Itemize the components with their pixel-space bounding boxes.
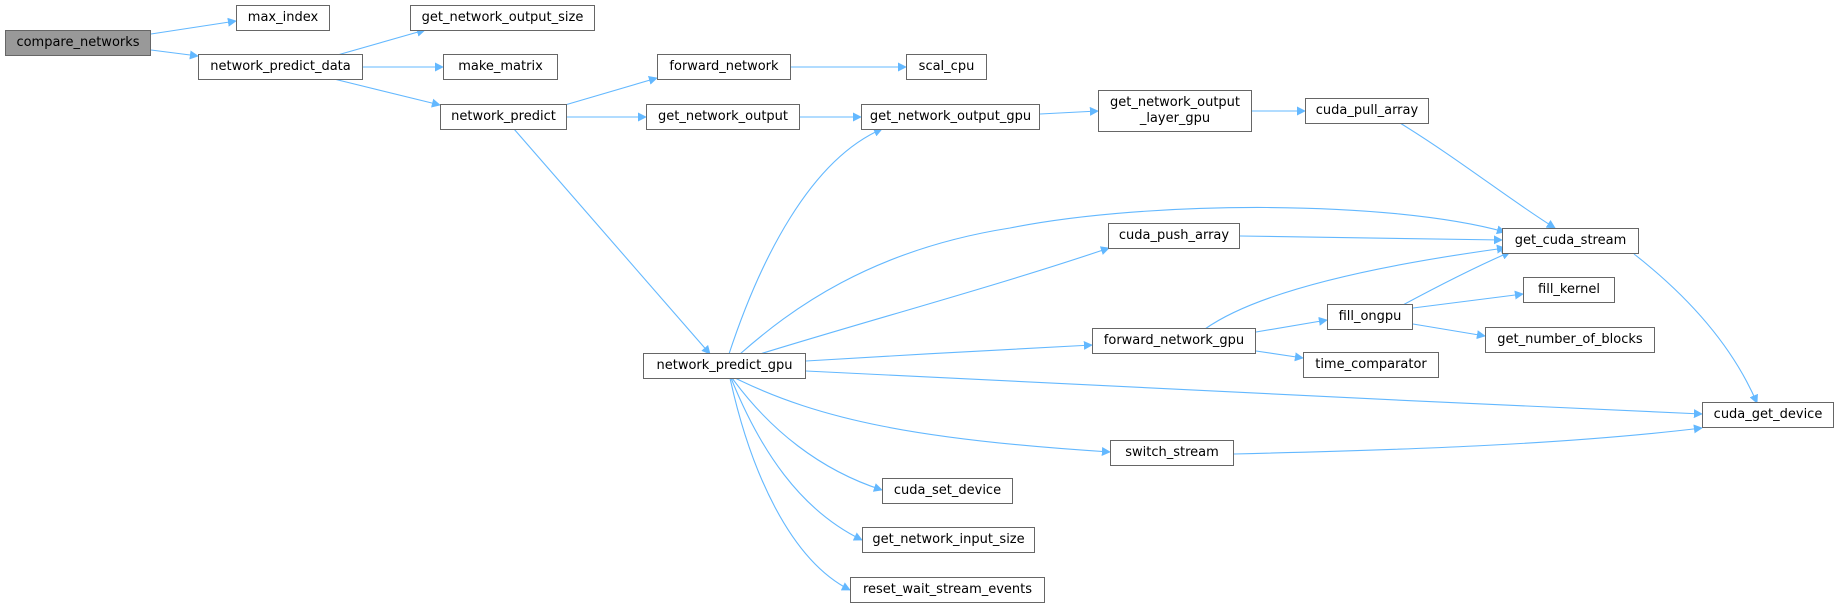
node-network_predict_data[interactable]: network_predict_data <box>198 54 363 80</box>
node-get_number_of_blocks[interactable]: get_number_of_blocks <box>1485 327 1655 353</box>
edge-network_predict_gpu-cuda_set_device <box>731 377 883 492</box>
edge-fill_ongpu-get_cuda_stream <box>1400 251 1511 307</box>
node-get_network_output_layer_gpu[interactable]: get_network_output _layer_gpu <box>1098 90 1252 132</box>
node-max_index[interactable]: max_index <box>236 5 330 31</box>
node-forward_network_gpu[interactable]: forward_network_gpu <box>1092 328 1256 354</box>
node-get_network_input_size[interactable]: get_network_input_size <box>862 527 1035 553</box>
node-compare_networks: compare_networks <box>5 30 151 56</box>
edge-switch_stream-cuda_get_device <box>1233 424 1703 455</box>
edge-network_predict_gpu-cuda_get_device <box>805 370 1703 419</box>
node-forward_network[interactable]: forward_network <box>657 54 791 80</box>
edge-network_predict_data-get_network_output_size <box>333 27 426 57</box>
node-fill_ongpu[interactable]: fill_ongpu <box>1327 304 1413 330</box>
node-get_cuda_stream[interactable]: get_cuda_stream <box>1502 228 1639 254</box>
node-get_network_output[interactable]: get_network_output <box>646 104 800 130</box>
node-reset_wait_stream_events[interactable]: reset_wait_stream_events <box>850 577 1045 603</box>
edge-network_predict_gpu-cuda_push_array <box>759 246 1110 355</box>
node-get_network_output_size[interactable]: get_network_output_size <box>410 5 595 31</box>
edge-forward_network_gpu-fill_ongpu <box>1255 316 1328 333</box>
edge-network_predict_gpu-get_network_input_size <box>730 377 863 541</box>
edge-network_predict_gpu-switch_stream <box>734 377 1111 456</box>
node-network_predict_gpu[interactable]: network_predict_gpu <box>643 353 806 379</box>
node-switch_stream[interactable]: switch_stream <box>1110 440 1234 466</box>
edge-forward_network_gpu-time_comparator <box>1255 350 1304 362</box>
edge-network_predict_gpu-get_cuda_stream <box>739 206 1506 355</box>
edge-network_predict_gpu-get_network_output_gpu <box>728 128 883 355</box>
edge-network_predict_gpu-reset_wait_stream_events <box>729 377 851 591</box>
edge-network_predict-network_predict_gpu <box>513 128 711 355</box>
node-time_comparator[interactable]: time_comparator <box>1303 352 1439 378</box>
edge-cuda_push_array-get_cuda_stream <box>1239 235 1503 245</box>
node-get_network_output_gpu[interactable]: get_network_output_gpu <box>861 104 1040 130</box>
edge-fill_ongpu-get_number_of_blocks <box>1412 323 1486 340</box>
node-cuda_get_device[interactable]: cuda_get_device <box>1702 402 1834 428</box>
node-cuda_push_array[interactable]: cuda_push_array <box>1108 223 1240 249</box>
node-cuda_set_device[interactable]: cuda_set_device <box>882 478 1013 504</box>
edge-get_network_output_gpu-get_network_output_layer_gpu <box>1039 106 1099 116</box>
node-scal_cpu[interactable]: scal_cpu <box>906 54 987 80</box>
node-cuda_pull_array[interactable]: cuda_pull_array <box>1305 98 1429 124</box>
edge-fill_ongpu-fill_kernel <box>1412 290 1524 309</box>
edge-compare_networks-network_predict_data <box>150 49 199 60</box>
node-network_predict[interactable]: network_predict <box>440 104 567 130</box>
edge-network_predict_data-network_predict <box>333 78 441 108</box>
edge-network_predict-forward_network <box>564 75 658 106</box>
node-make_matrix[interactable]: make_matrix <box>443 54 558 80</box>
edge-cuda_pull_array-get_cuda_stream <box>1399 122 1556 229</box>
edge-forward_network_gpu-get_cuda_stream <box>1204 244 1506 330</box>
edge-compare_networks-max_index <box>150 17 237 35</box>
edge-get_cuda_stream-cuda_get_device <box>1633 253 1758 404</box>
node-fill_kernel[interactable]: fill_kernel <box>1523 277 1615 303</box>
edge-network_predict_gpu-forward_network_gpu <box>805 340 1093 362</box>
